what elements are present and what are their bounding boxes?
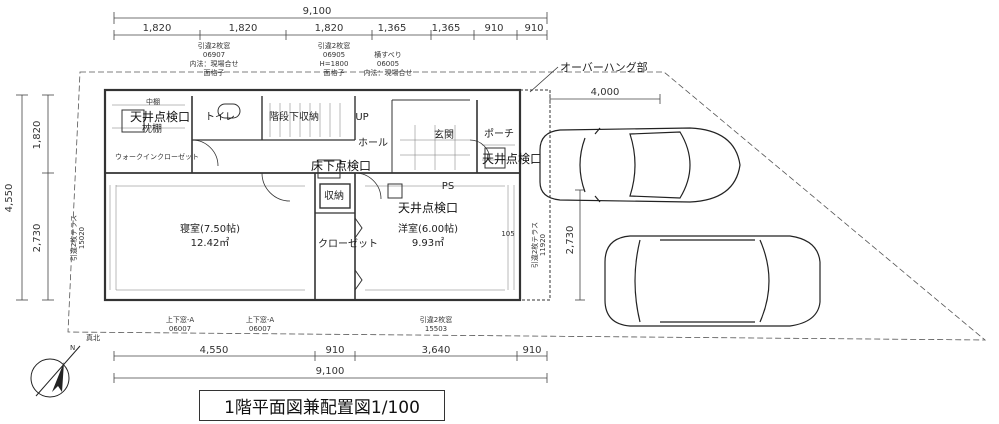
label-inspection-2: 天井点検口	[482, 152, 542, 166]
overhang-label: オーバーハング部	[560, 60, 648, 74]
window-1-l2: 06907	[203, 51, 225, 59]
label-floor-inspection: 床下点検口	[311, 159, 371, 173]
label-stair-storage: 階段下収納	[269, 110, 319, 123]
right-dimensions	[549, 94, 661, 301]
window-1-l1: 引違2枚窓	[198, 41, 230, 50]
label-entrance: 玄関	[434, 128, 454, 141]
storage-box	[319, 183, 351, 209]
floor-inspection-hatch	[317, 159, 341, 179]
bwindow-3-l1: 引違2枚窓	[420, 315, 452, 324]
bwindow-1-l1: 上下窓-A	[166, 315, 195, 324]
top-window-labels: 引違2枚窓 06907 内法：現場合せ 面格子 引違2枚窓 06905 H=18…	[190, 41, 413, 77]
car-sedan	[539, 127, 741, 203]
top-dimensions	[113, 12, 548, 40]
top-dim-7: 910	[524, 23, 543, 34]
label-ps: PS	[442, 181, 454, 192]
bwindow-3-l2: 15503	[425, 325, 447, 333]
right-dim-side: 2,730	[565, 226, 576, 255]
label-western-area: 9.93㎡	[412, 237, 444, 249]
label-bedroom: 寝室(7.50帖)	[180, 222, 240, 235]
closet-door-upper	[354, 217, 363, 239]
toilet-fixture	[217, 103, 241, 119]
top-overall-dim: 9,100	[303, 6, 332, 17]
window-3-l1: 横すべり	[374, 50, 402, 59]
label-bedroom-area: 12.42㎡	[191, 237, 230, 249]
left-dimensions	[16, 94, 54, 301]
label-closet: クローゼット	[318, 238, 378, 250]
right-window-l2: 11920	[539, 234, 547, 256]
top-dim-4: 1,365	[378, 23, 407, 34]
bottom-dim-2: 910	[325, 345, 344, 356]
true-north-label: 真北	[86, 333, 100, 342]
label-inspection-1: 天井点検口	[130, 110, 190, 124]
left-side-window-label: 引違2枚テラス15020	[69, 215, 86, 261]
label-makura: 枕棚	[142, 122, 162, 135]
drawing-title: 1階平面図兼配置図1/100	[199, 390, 445, 421]
interior-details	[109, 103, 515, 291]
label-walkin: ウォークインクローゼット	[115, 152, 199, 161]
label-toilet: トイレ	[205, 112, 235, 123]
closet-door-lower	[354, 269, 363, 291]
window-2-l3: H=1800	[320, 60, 349, 68]
top-dim-1: 1,820	[143, 23, 172, 34]
bottom-dimensions	[113, 351, 548, 383]
label-tana: 中棚	[146, 97, 160, 106]
window-3-l2: 06005	[377, 60, 399, 68]
left-dim-1: 1,820	[32, 121, 43, 150]
label-inspection-3: 天井点検口	[398, 201, 458, 215]
bottom-dim-4: 910	[522, 345, 541, 356]
window-2-l1: 引違2枚窓	[318, 41, 350, 50]
top-dim-2: 1,820	[229, 23, 258, 34]
inspection-hatch-2	[484, 147, 506, 169]
building-walls	[103, 88, 551, 302]
right-dim-top: 4,000	[591, 87, 620, 98]
north-label: N	[70, 344, 75, 352]
right-side-window-label: 引違2枚テラス11920	[530, 222, 547, 268]
window-1-l4: 面格子	[204, 68, 225, 77]
label-storage: 収納	[324, 189, 344, 202]
bottom-dim-1: 4,550	[200, 345, 229, 356]
window-2-l4: 面格子	[324, 68, 345, 77]
label-western: 洋室(6.00帖)	[398, 222, 458, 235]
label-105: 105	[501, 230, 514, 238]
north-arrow: N 真北	[30, 333, 100, 398]
ps-box	[387, 183, 403, 199]
left-window-l2: 15020	[78, 227, 86, 249]
door-swings	[191, 139, 491, 202]
window-2-l2: 06905	[323, 51, 345, 59]
bwindow-2-l1: 上下窓-A	[246, 315, 275, 324]
right-window-l1: 引違2枚テラス	[530, 222, 539, 268]
label-hall: ホール	[358, 137, 388, 149]
bottom-window-labels: 上下窓-A 06007 上下窓-A 06007 引違2枚窓 15503	[166, 315, 452, 333]
top-dim-5: 1,365	[432, 23, 461, 34]
bottom-dim-3: 3,640	[422, 345, 451, 356]
window-3-l3: 内法：現場合せ	[364, 68, 413, 77]
bwindow-1-l2: 06007	[169, 325, 191, 333]
overhang-leader	[529, 66, 559, 93]
left-window-l1: 引違2枚テラス	[69, 215, 78, 261]
inspection-hatch-1	[121, 109, 145, 133]
left-overall-dim: 4,550	[4, 184, 15, 213]
site-boundary	[67, 71, 987, 341]
left-dim-2: 2,730	[32, 224, 43, 253]
car-minivan	[604, 235, 821, 327]
top-dim-3: 1,820	[315, 23, 344, 34]
bwindow-2-l2: 06007	[249, 325, 271, 333]
label-porch: ポーチ	[484, 128, 514, 140]
bottom-overall-dim: 9,100	[316, 366, 345, 377]
label-up: UP	[355, 112, 368, 123]
top-dim-6: 910	[484, 23, 503, 34]
window-1-l3: 内法：現場合せ	[190, 59, 239, 68]
